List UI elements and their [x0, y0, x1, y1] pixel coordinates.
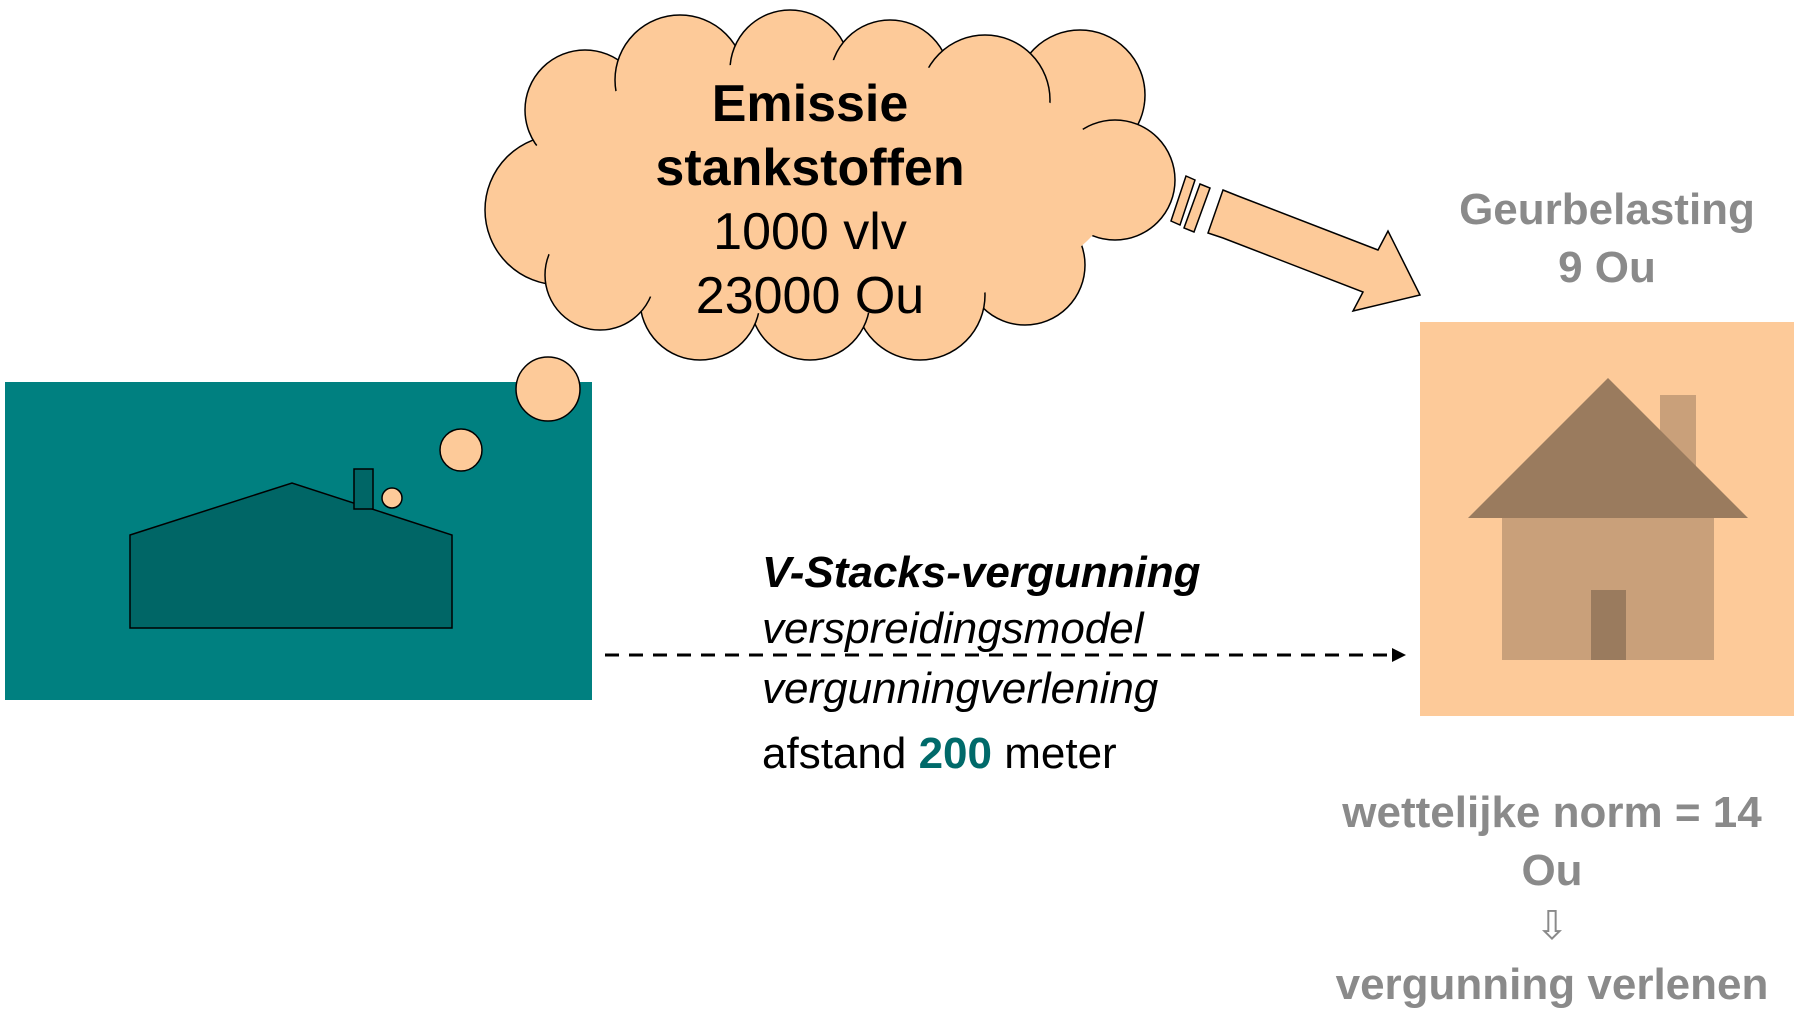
cloud-emission-ou: 23000 Ou	[695, 267, 925, 325]
receptor-title: Geurbelasting	[1459, 185, 1755, 234]
chimney-icon	[353, 468, 374, 510]
smoke-bubble-large	[515, 356, 581, 422]
receptor-value: 9 Ou	[1558, 243, 1656, 292]
distance-unit: meter	[1004, 729, 1117, 778]
distance-prefix: afstand	[762, 729, 907, 778]
dispersion-arrow	[605, 648, 1406, 662]
distance-label: afstand 200 meter	[762, 726, 1117, 782]
norm-conclusion: vergunning verlenen	[1335, 960, 1769, 1009]
cloud-title-line1: Emissie	[711, 75, 909, 133]
cloud-title-line2: stankstoffen	[655, 139, 965, 197]
distance-value: 200	[918, 729, 992, 778]
model-line-model: verspreidingsmodel	[762, 604, 1144, 653]
model-line-licensing: vergunningverlening	[762, 664, 1159, 713]
model-title: V-Stacks-vergunning	[762, 548, 1201, 597]
smoke-bubble-medium	[439, 428, 483, 472]
down-arrow-icon: ⇩	[1535, 904, 1569, 948]
norm-line2: Ou	[1521, 846, 1583, 895]
smoke-bubble-small	[381, 487, 403, 509]
house-door	[1591, 590, 1626, 660]
norm-line1: wettelijke norm = 14	[1342, 788, 1762, 837]
cloud-emission-vlv: 1000 vlv	[713, 203, 907, 261]
barn-icon	[129, 482, 453, 629]
emission-arrow	[1170, 174, 1422, 313]
house-roof	[1468, 378, 1748, 518]
